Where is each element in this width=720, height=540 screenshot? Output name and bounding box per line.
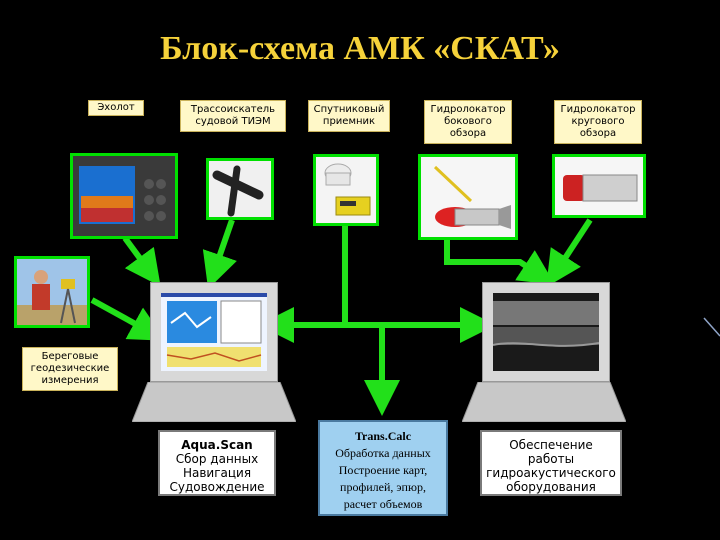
aquascan-line-3: Судовождение: [169, 480, 265, 494]
right-laptop-keyboard: [462, 382, 626, 422]
left-laptop-keyboard: [132, 382, 296, 422]
label-circular-sonar: Гидролокатор кругового обзора: [554, 100, 642, 144]
transcalc-line-3: профилей, эпюр,: [340, 480, 426, 494]
sonar-screen: [493, 293, 599, 371]
support-box: Обеспечение работы гидроакустического об…: [480, 430, 622, 496]
tracker-photo: [206, 158, 274, 220]
arrow-circ-sonar: [546, 218, 593, 288]
transcalc-line-2: Построение карт,: [338, 463, 428, 477]
arrow-survey-to-laptop: [90, 297, 166, 341]
label-echosounder: Эхолот: [88, 100, 144, 116]
arrow-side-sonar: [444, 240, 556, 285]
label-coastal-survey: Береговые геодезические измерения: [22, 347, 118, 391]
aquascan-screen: [161, 293, 267, 371]
aquascan-line-2: Навигация: [182, 466, 252, 480]
arrow-echo-to-laptop: [122, 236, 161, 287]
label-gps: Спутниковый приемник: [308, 100, 390, 132]
surveyor-photo: [14, 256, 90, 328]
aquascan-box: Aqua.Scan Сбор данных Навигация Судовожд…: [158, 430, 276, 496]
label-side-sonar: Гидролокатор бокового обзора: [424, 100, 512, 144]
echosounder-photo: [70, 153, 178, 239]
label-tracker: Трассоискатель судовой ТИЭМ: [180, 100, 286, 132]
transcalc-title: Trans.Calc: [354, 429, 412, 443]
side-sonar-photo: [418, 154, 518, 240]
transcalc-line-1: Обработка данных: [335, 446, 431, 460]
gps-photo: [313, 154, 379, 226]
aquascan-title: Aqua.Scan: [181, 438, 253, 452]
left-laptop: [150, 282, 278, 382]
aquascan-line-1: Сбор данных: [175, 452, 259, 466]
page-title: Блок-схема АМК «СКАТ»: [160, 30, 560, 67]
circular-sonar-photo: [552, 154, 646, 218]
transcalc-line-4: расчет объемов: [343, 497, 423, 511]
transcalc-box: Trans.Calc Обработка данных Построение к…: [318, 420, 448, 516]
arrow-tracker-to-laptop: [202, 219, 237, 290]
right-laptop: [482, 282, 610, 382]
